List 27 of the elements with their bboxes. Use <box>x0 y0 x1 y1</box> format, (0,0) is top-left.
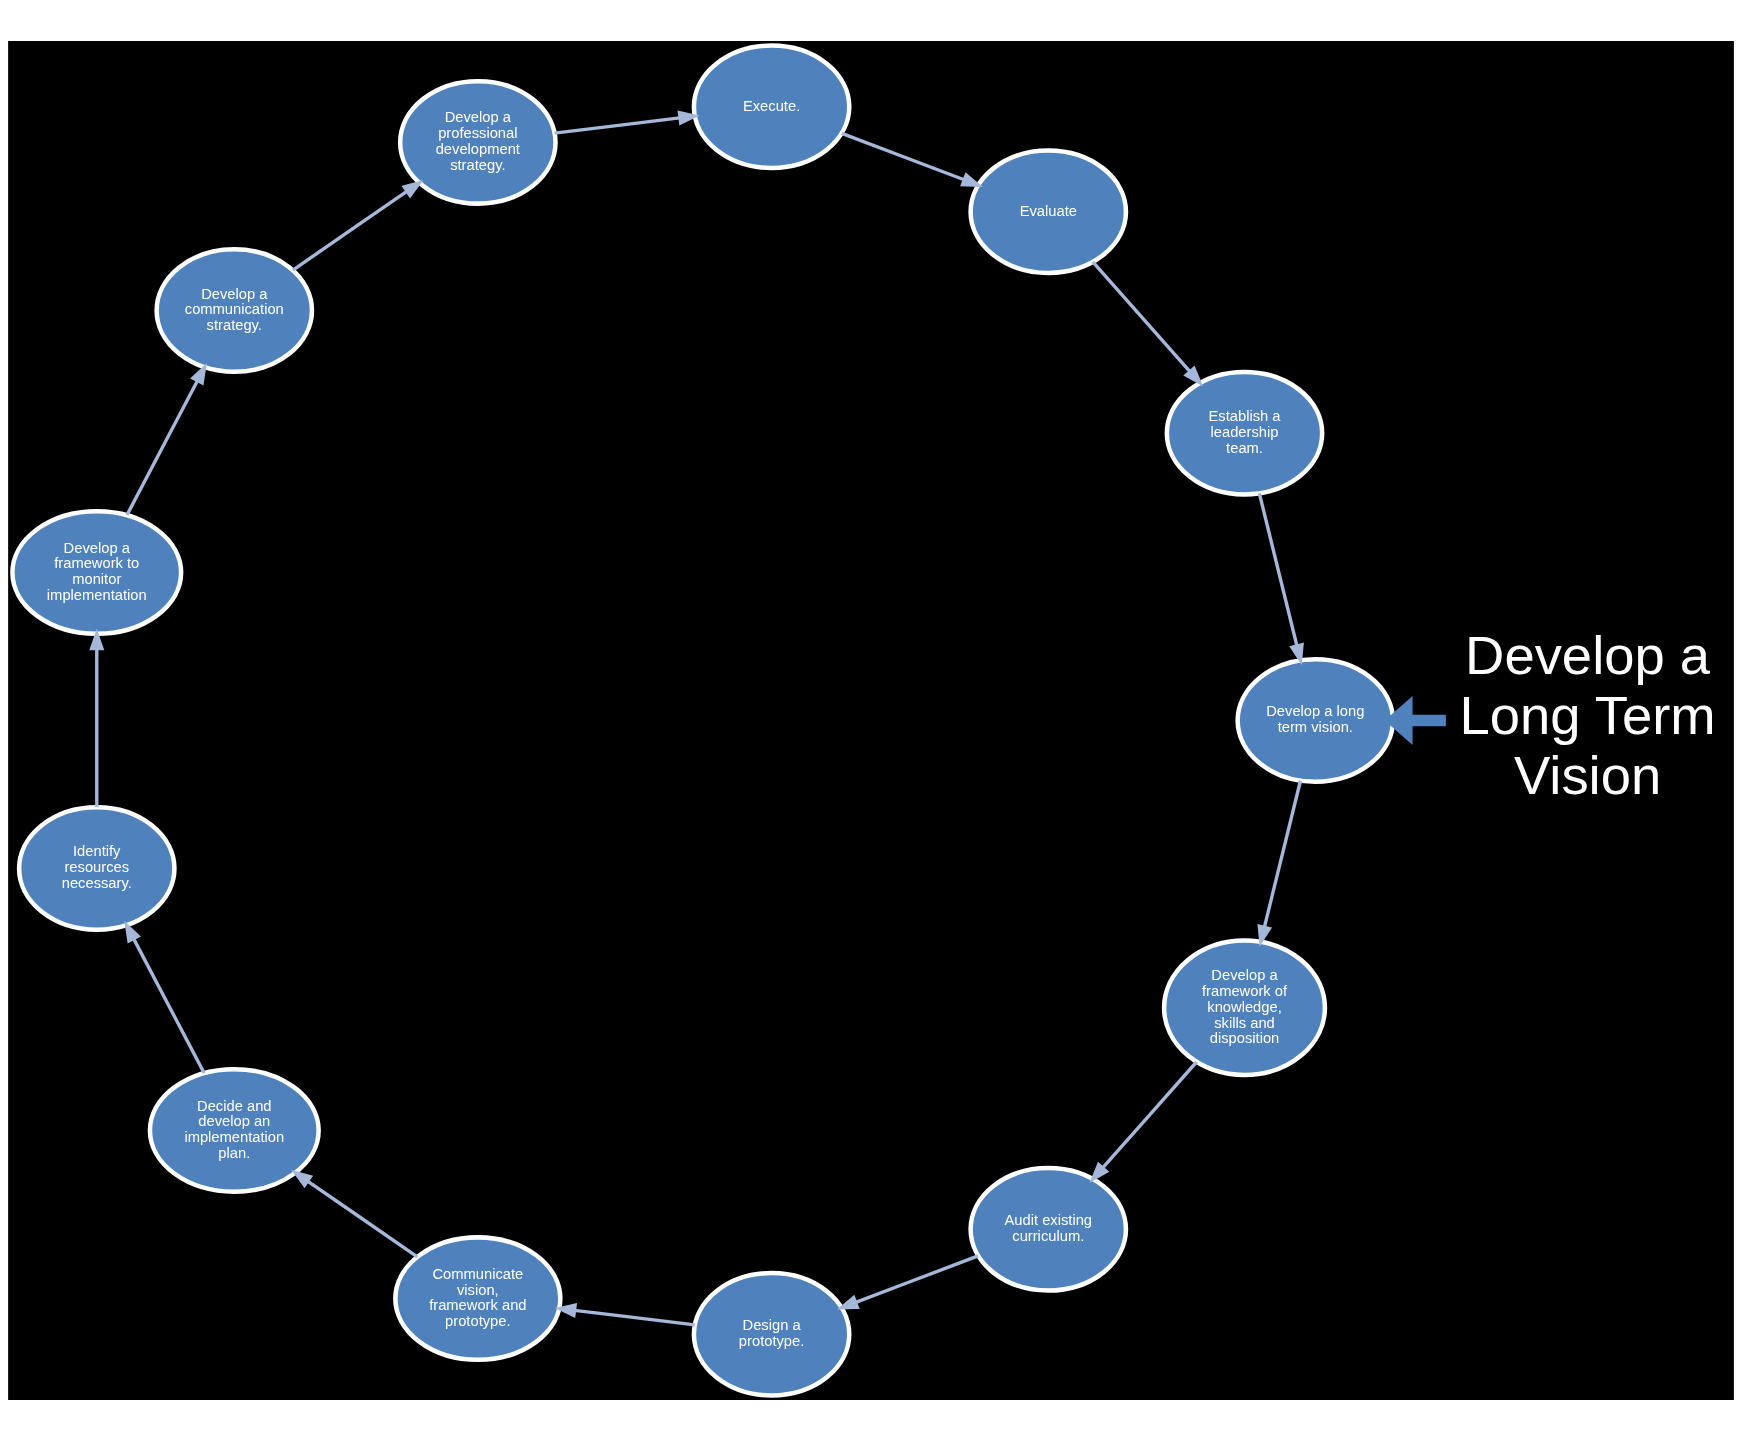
node-ellipse: Design a prototype. <box>691 1270 852 1398</box>
arrow <box>89 628 105 807</box>
node-ellipse: Develop a communication strategy. <box>154 246 315 374</box>
arrow <box>124 920 206 1074</box>
node-ellipse: Audit existing curriculum. <box>968 1165 1129 1293</box>
arrow <box>1091 260 1204 387</box>
arrow <box>841 131 983 187</box>
node-ellipse: Decide and develop an implementation plan. <box>147 1066 321 1194</box>
arrow <box>125 362 207 516</box>
node-ellipse: Develop a framework of knowledge, skills and disposition <box>1161 937 1328 1077</box>
node-ellipse: Develop a framework to monitor implementation <box>10 508 184 636</box>
node-ellipse: Establish a leadership team. <box>1164 369 1325 497</box>
arrow <box>291 1169 419 1258</box>
node-ellipse: Communicate vision, framework and prototype. <box>393 1234 563 1362</box>
arrow <box>1257 779 1303 947</box>
node-ellipse: Develop a professional development strategy. <box>397 78 558 206</box>
arrow <box>554 110 700 135</box>
arrow <box>554 1302 695 1327</box>
node-text: Develop a Long Term Vision <box>1459 624 1716 806</box>
node-ellipse: Evaluate <box>968 147 1129 275</box>
arrow <box>1257 492 1304 665</box>
node-ellipse: Identify resources necessary. <box>16 804 177 932</box>
arrow <box>291 179 424 271</box>
node-ellipse: Execute. <box>691 42 852 170</box>
arrow <box>836 1253 979 1309</box>
node-ellipse: Develop a long term vision. <box>1235 656 1396 784</box>
arrow <box>1089 1060 1198 1183</box>
